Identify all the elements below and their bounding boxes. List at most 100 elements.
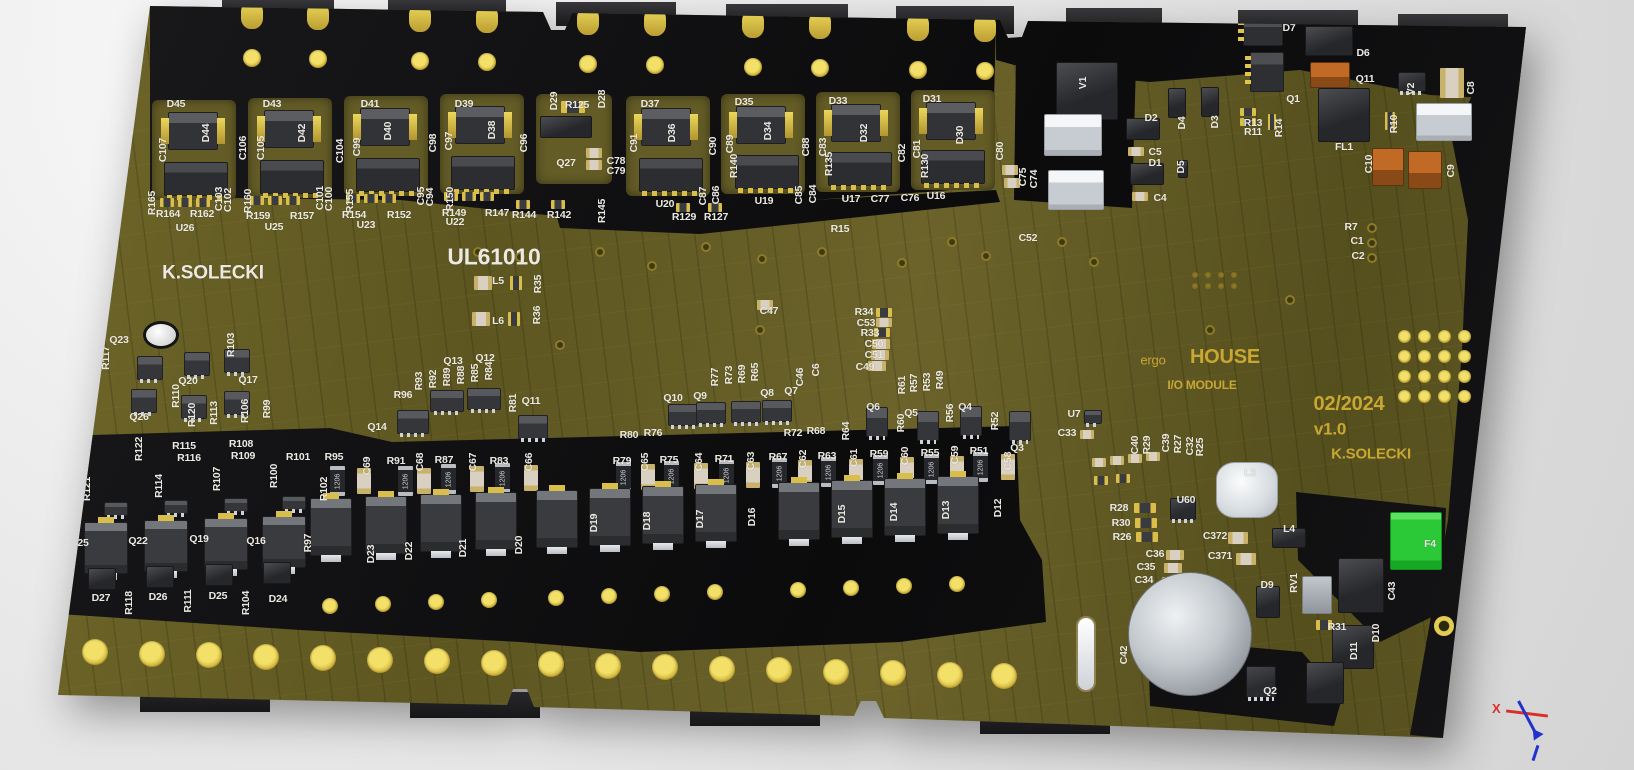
via — [899, 260, 905, 266]
silkscreen-label: L6 — [492, 314, 504, 327]
silkscreen-label: D28 — [595, 89, 608, 109]
chip-capacitor — [1132, 192, 1148, 201]
silkscreen-label: D43 — [262, 97, 282, 110]
silkscreen-label: R55 — [920, 446, 940, 459]
silkscreen-label: 02/2024 — [1313, 393, 1385, 415]
chip-capacitor — [1002, 165, 1018, 175]
optocoupler-chip — [451, 156, 515, 194]
solder-pad — [481, 650, 507, 676]
silkscreen-label: D14 — [887, 502, 900, 522]
solder-pad — [309, 50, 327, 68]
transistor-sot23 — [731, 401, 761, 426]
silkscreen-label: C39 — [1159, 433, 1172, 453]
power-diode-package — [778, 477, 820, 546]
silkscreen-label: Q26 — [129, 410, 149, 423]
inductor-block — [1272, 528, 1306, 548]
silkscreen-label: R64 — [839, 421, 852, 441]
chip-capacitor — [1128, 454, 1142, 463]
silkscreen-label: V2 — [1404, 82, 1417, 96]
chip-resistor — [551, 200, 565, 209]
solder-pad — [811, 59, 829, 77]
inductor-block — [146, 566, 174, 588]
gold-pad-grid — [1398, 390, 1411, 403]
chip-capacitor — [694, 463, 708, 489]
silkscreen-label: D32 — [857, 123, 870, 143]
silkscreen-label: R108 — [228, 437, 254, 450]
small-ic — [1398, 72, 1426, 95]
chip-capacitor — [1166, 550, 1184, 560]
test-pad-grid — [1231, 283, 1237, 289]
diode-package — [161, 112, 225, 150]
silkscreen-label: R65 — [748, 362, 761, 382]
silkscreen-label: C58 — [1001, 451, 1014, 471]
via — [649, 263, 655, 269]
silkscreen-label: L5 — [492, 274, 504, 287]
ceramic-capacitor — [1048, 170, 1104, 210]
diode-package — [729, 106, 793, 144]
diode-package — [257, 110, 321, 148]
inductor-block — [1305, 26, 1353, 56]
silkscreen-label: Q12 — [475, 351, 495, 364]
via — [597, 249, 603, 255]
test-pad-grid — [1218, 283, 1224, 289]
transistor-sot23 — [696, 402, 726, 427]
via — [703, 244, 709, 250]
chip-capacitor — [1164, 563, 1182, 573]
gold-pad-grid — [1438, 350, 1451, 363]
solder-pad — [243, 49, 261, 67]
silkscreen-label: C53 — [856, 316, 876, 329]
via — [1369, 255, 1375, 261]
power-diode-package — [365, 491, 407, 560]
silkscreen-label: U60 — [1176, 493, 1196, 506]
silkscreen-label: R149 — [441, 206, 467, 219]
silkscreen-label: R49 — [933, 370, 946, 390]
power-diode-package — [937, 471, 979, 540]
via — [1207, 327, 1213, 333]
silkscreen-label: C40 — [1128, 435, 1141, 455]
silkscreen-label: R7 — [1344, 220, 1358, 233]
power-diode-package — [642, 481, 684, 550]
silkscreen-label: C102 — [221, 187, 234, 213]
silkscreen-label: Q11 — [1355, 72, 1375, 85]
silkscreen-label: R103 — [224, 332, 237, 358]
silkscreen-label: R63 — [817, 449, 837, 462]
silkscreen-label: D18 — [640, 511, 653, 531]
trimmer-coil — [1216, 462, 1278, 518]
solder-pad — [646, 56, 664, 74]
resistor-1206: 1206 — [616, 462, 631, 492]
chip-capacitor — [1092, 458, 1106, 467]
silkscreen-label: R121 — [80, 476, 93, 502]
silkscreen-label: R154 — [341, 208, 367, 221]
silkscreen-label: V1 — [1076, 76, 1089, 90]
solder-pad-oval — [307, 6, 329, 30]
silkscreen-label: C94 — [423, 187, 436, 207]
silkscreen-label: L4 — [1283, 522, 1295, 535]
power-diode-package — [884, 473, 926, 542]
solder-pad — [424, 648, 450, 674]
silkscreen-label: C84 — [806, 184, 819, 204]
silkscreen-label: R52 — [988, 411, 1001, 431]
solder-pad-oval — [809, 11, 831, 39]
silkscreen-label: C100 — [322, 186, 335, 212]
chip-capacitor — [872, 339, 890, 349]
inductor-block — [1168, 88, 1186, 118]
gold-pad-grid — [1458, 390, 1471, 403]
chip-resistor — [178, 198, 192, 207]
gold-pad-grid — [1418, 370, 1431, 383]
silkscreen-label: U17 — [841, 192, 861, 205]
chip-capacitor — [757, 300, 773, 310]
silkscreen-label: R135 — [822, 151, 835, 177]
silkscreen-label: C98 — [426, 133, 439, 153]
silkscreen-label: C46 — [793, 367, 806, 387]
solder-pad-oval — [476, 6, 498, 33]
silkscreen-label: C66 — [522, 452, 535, 472]
power-diode-package — [831, 475, 873, 544]
silkscreen-label: C33 — [1057, 426, 1077, 439]
silkscreen-label: Q6 — [866, 400, 880, 413]
optocoupler-chip — [921, 150, 985, 188]
inductor-block — [1130, 163, 1164, 185]
silkscreen-label: D19 — [587, 513, 600, 533]
solder-pad — [880, 660, 906, 686]
